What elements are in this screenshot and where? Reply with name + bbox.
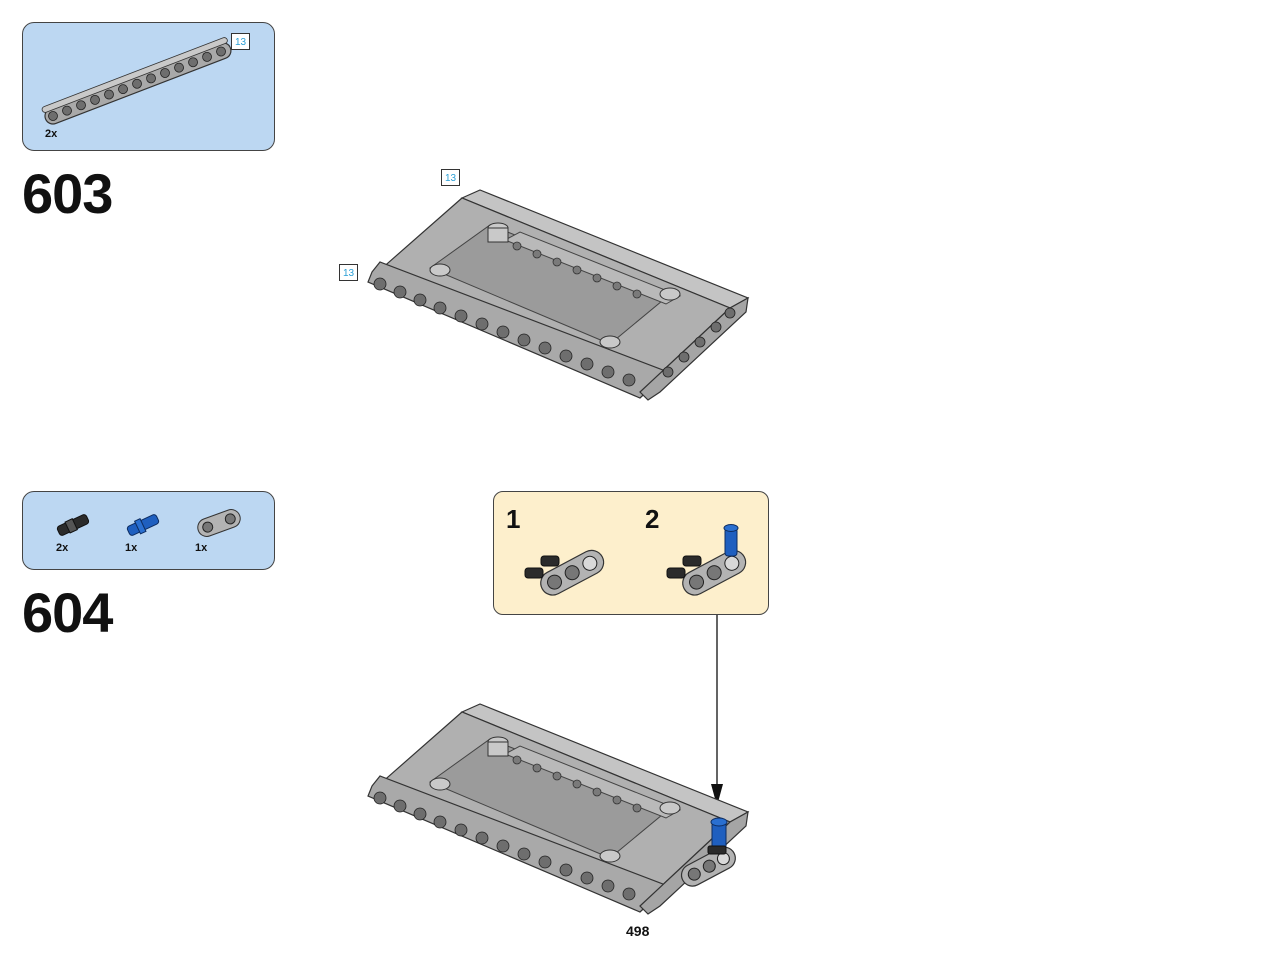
length-badge: 13 (231, 33, 250, 50)
model-length-badge: 13 (339, 264, 358, 281)
model-length-badge: 13 (441, 169, 460, 186)
pin-connector-icon (56, 514, 90, 536)
step-603-parts-box: 13 2x (22, 22, 275, 151)
part-quantity: 2x (45, 128, 58, 140)
sub-step-1-illustration (524, 549, 605, 596)
sub-step-2-illustration (666, 524, 747, 596)
beam-13-icon (41, 37, 232, 125)
double-cross-block-icon (197, 509, 241, 537)
sub-assembly-callout: 1 2 (493, 491, 769, 615)
part-quantity: 2x (56, 542, 69, 554)
step-number: 604 (22, 581, 113, 644)
sub-step-number: 2 (645, 504, 660, 534)
sub-step-number: 1 (506, 504, 521, 534)
blue-axle-pin-icon (126, 514, 160, 536)
step-number: 603 (22, 162, 113, 225)
part-quantity: 1x (195, 542, 208, 554)
step-604-parts-box: 2x 1x 1x (22, 491, 275, 570)
part-quantity: 1x (125, 542, 138, 554)
page-number: 498 (626, 923, 650, 939)
